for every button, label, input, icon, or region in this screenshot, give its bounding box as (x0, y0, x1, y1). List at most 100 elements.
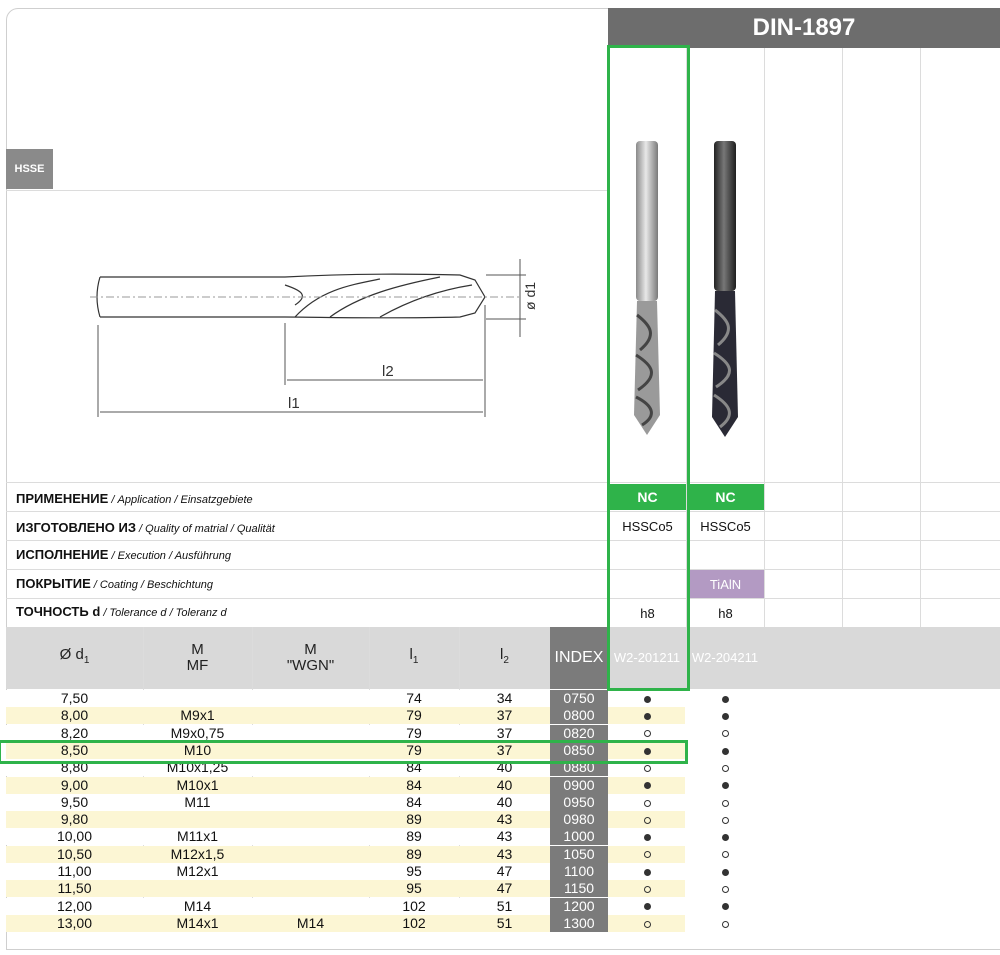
cell-l1: 84 (406, 776, 422, 793)
cell-index: 1300 (550, 914, 608, 932)
cell-d: 8,20 (60, 724, 89, 741)
tolerance-value-2: h8 (718, 605, 733, 621)
availability-cell (608, 898, 686, 915)
cell-index: 1050 (550, 845, 608, 863)
drill-photos (634, 141, 738, 437)
tolerance-value-1: h8 (640, 605, 655, 621)
cell-l2: 43 (496, 811, 513, 828)
l2-label: l2 (382, 363, 394, 380)
filled-dot-icon (643, 695, 651, 703)
cell-index: 0980 (550, 811, 608, 829)
cell-m: M14x1 (176, 914, 219, 931)
empty-dot-icon (721, 799, 729, 807)
cell-m: M14 (183, 897, 212, 914)
empty-dot-icon (721, 764, 729, 772)
col-l1-header: l1 (409, 646, 419, 667)
empty-dot-icon (721, 851, 729, 859)
cell-m: M12x1,5 (170, 845, 225, 862)
cell-l1: 74 (406, 690, 422, 706)
availability-cell (686, 863, 764, 880)
cell-l2: 40 (496, 776, 513, 793)
cell-m: M9x1 (180, 707, 215, 724)
empty-dot-icon (721, 730, 729, 738)
cell-l1: 79 (406, 741, 422, 758)
standard-header: DIN-1897 (608, 8, 1000, 48)
cell-l1: 89 (406, 845, 422, 862)
cell-index: 1200 (550, 897, 608, 915)
availability-cell (608, 846, 686, 863)
filled-dot-icon (643, 903, 651, 911)
availability-cell (686, 707, 764, 724)
availability-cell (686, 915, 764, 932)
availability-cell (686, 811, 764, 828)
cell-d: 7,50 (60, 690, 89, 706)
empty-dot-icon (643, 886, 651, 894)
cell-m (143, 880, 252, 897)
table-header (6, 627, 1000, 689)
cell-l1: 79 (406, 724, 422, 741)
filled-dot-icon (721, 868, 729, 876)
filled-dot-icon (721, 782, 729, 790)
availability-cell (608, 828, 686, 845)
cell-m: M11x1 (177, 828, 218, 845)
cell-m: M10x1 (176, 776, 219, 793)
cell-d: 10,50 (56, 845, 93, 862)
empty-dot-icon (721, 886, 729, 894)
filled-dot-icon (721, 713, 729, 721)
cell-wgn (252, 863, 369, 880)
cell-wgn (252, 846, 369, 863)
material-value-2: HSSCo5 (700, 518, 751, 534)
empty-dot-icon (721, 920, 729, 928)
cell-m: M10 (183, 741, 212, 758)
empty-dot-icon (643, 851, 651, 859)
cell-l1: 89 (406, 811, 422, 828)
execution-label: ИСПОЛНЕНИЕ / Execution / Ausführung (16, 547, 231, 562)
col-code-1-header: W2-201211 (613, 650, 681, 665)
cell-l2: 43 (496, 828, 513, 845)
highlight-column (607, 45, 690, 691)
col-index-header: INDEX (550, 627, 608, 689)
cell-l2: 34 (496, 690, 513, 706)
cell-d: 10,00 (56, 828, 93, 845)
coating-label: ПОКРЫТИЕ / Coating / Beschichtung (16, 576, 214, 591)
cell-l2: 51 (496, 914, 513, 931)
filled-dot-icon (643, 747, 651, 755)
cell-wgn (252, 828, 369, 845)
availability-cell (608, 915, 686, 932)
col-code-2-header: W2-204211 (691, 650, 759, 665)
availability-cell (608, 777, 686, 794)
tolerance-label: ТОЧНОСТЬ d / Tolerance d / Toleranz d (16, 604, 227, 619)
availability-cell (608, 690, 686, 707)
highlight-row (0, 740, 688, 764)
cell-index: 0900 (550, 776, 608, 794)
cell-index: 1150 (550, 880, 608, 898)
drill-drawing: ø d1 l2 l1 (90, 259, 538, 417)
cell-l1: 89 (406, 828, 422, 845)
availability-cell (686, 794, 764, 811)
filled-dot-icon (721, 695, 729, 703)
material-value-1: HSSCo5 (622, 518, 673, 534)
filled-dot-icon (643, 868, 651, 876)
cell-d: 8,50 (60, 741, 89, 758)
availability-cell (608, 707, 686, 724)
col-wgn-header: M"WGN" (286, 641, 335, 674)
empty-dot-icon (643, 730, 651, 738)
cell-l2: 37 (496, 741, 513, 758)
availability-cell (686, 690, 764, 707)
material-label: ИЗГОТОВЛЕНО ИЗ / Quality of matrial / Qu… (16, 520, 275, 535)
availability-cell (686, 725, 764, 742)
cell-d: 11,00 (57, 863, 92, 879)
cell-l2: 47 (496, 880, 513, 897)
cell-l1: 79 (406, 707, 422, 724)
availability-cell (608, 880, 686, 897)
availability-cell (686, 898, 764, 915)
